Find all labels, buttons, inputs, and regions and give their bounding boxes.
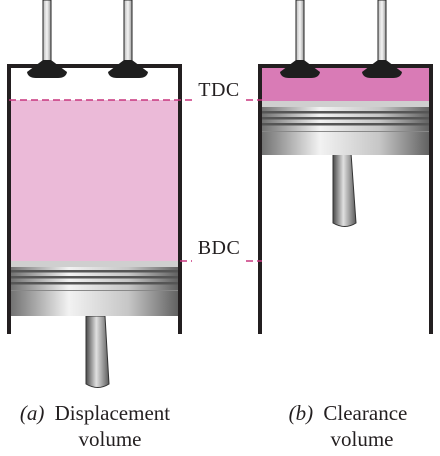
connecting-rod-b	[332, 152, 357, 227]
piston-b	[260, 101, 431, 155]
caption-a-line2: volume	[79, 427, 142, 451]
caption-a-line1: Displacement	[55, 401, 171, 425]
caption-b: (b) Clearance volume	[289, 401, 408, 451]
caption-b-line2: volume	[331, 427, 394, 451]
caption-b-letter: (b)	[289, 401, 314, 425]
intake-valve-b	[280, 0, 320, 78]
caption-a: (a) Displacement volume	[20, 401, 170, 451]
cylinder-a	[7, 0, 182, 388]
exhaust-valve-b	[362, 0, 402, 78]
caption-b-line1: Clearance	[323, 401, 407, 425]
displacement-volume-fill	[9, 100, 180, 261]
caption-a-letter: (a)	[20, 401, 45, 425]
cylinder-b	[258, 0, 433, 334]
cylinder-wall-a	[7, 64, 182, 334]
svg-text:(a) Displacement: (a) Displacement	[20, 401, 170, 425]
svg-text:(b) Clearance: (b) Clearance	[289, 401, 408, 425]
tdc-label: TDC	[198, 79, 240, 101]
piston-a	[9, 261, 180, 316]
exhaust-valve-a	[108, 0, 148, 78]
connecting-rod-a	[85, 315, 110, 388]
intake-valve-a	[27, 0, 67, 78]
cylinder-wall-b	[258, 64, 433, 334]
bdc-label: BDC	[198, 237, 241, 259]
